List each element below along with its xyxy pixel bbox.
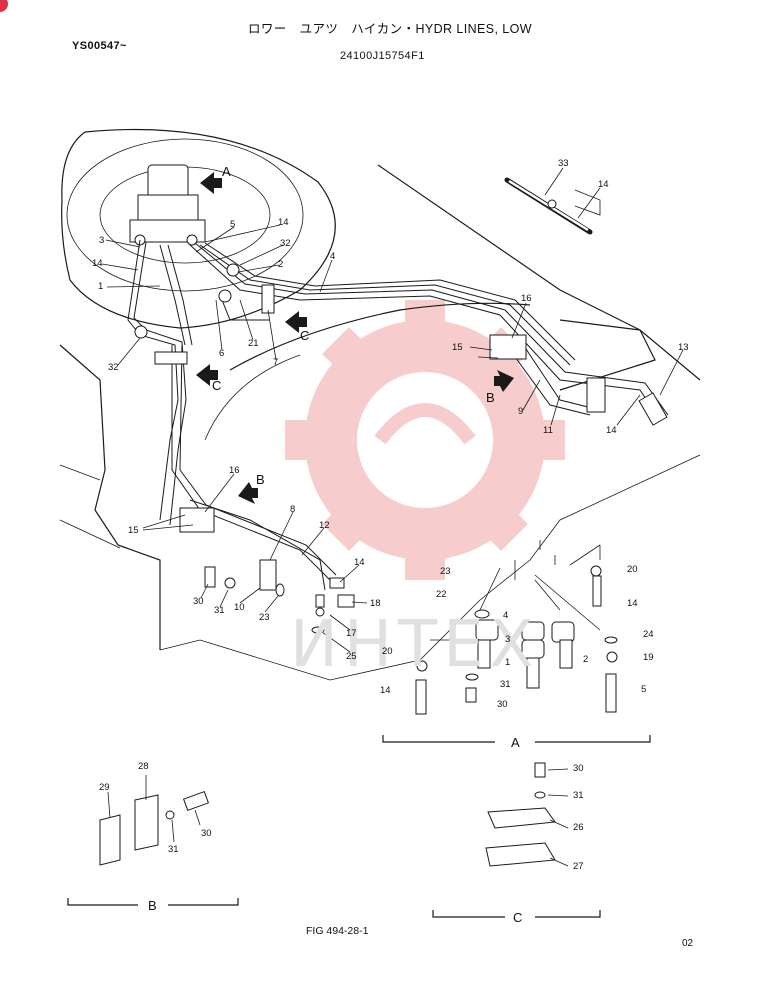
machine-body — [59, 128, 701, 681]
figure-number: FIG 494-28-1 — [306, 925, 369, 937]
callout-9: 9 — [518, 406, 524, 417]
view-pointer-c-upper: C — [300, 328, 310, 343]
detail-a-callout-14: 14 — [380, 685, 391, 696]
detail-a-callout-2: 2 — [583, 654, 589, 665]
callout-16: 16 — [521, 293, 532, 304]
callout-14: 14 — [278, 217, 289, 228]
view-arrows — [196, 172, 514, 504]
callout-30: 30 — [193, 596, 204, 607]
main-fittings — [134, 263, 668, 634]
page-number: 02 — [682, 938, 694, 949]
detail-a-callout-4: 4 — [503, 610, 509, 621]
callout-14: 14 — [92, 258, 103, 269]
callout-2: 2 — [278, 259, 284, 270]
watermark-text: ИНТЕХ — [290, 608, 540, 682]
callout-5: 5 — [230, 219, 236, 230]
detail-a-callout-19: 19 — [643, 652, 654, 663]
detail-b-callout-29: 29 — [99, 782, 110, 793]
callout-11: 11 — [543, 425, 553, 436]
callout-1: 1 — [98, 281, 104, 292]
swivel-joint — [129, 164, 206, 246]
callout-33: 33 — [558, 158, 569, 169]
callout-14: 14 — [354, 557, 365, 568]
callout-21: 21 — [248, 338, 259, 349]
serial-range: YS00547~ — [72, 40, 127, 52]
callout-31: 31 — [214, 605, 225, 616]
callout-14: 14 — [598, 179, 609, 190]
section-brackets — [67, 735, 651, 918]
callout-4: 4 — [330, 251, 336, 262]
detail-a-callout-3: 3 — [505, 634, 511, 645]
detail-a-callout-1: 1 — [505, 657, 511, 668]
detail-a-callout-30: 30 — [497, 699, 508, 710]
callout-10: 10 — [234, 602, 245, 613]
view-pointer-a: A — [222, 164, 231, 179]
section-label-c: C — [513, 910, 523, 925]
detail-a-parts — [415, 540, 618, 715]
detail-b-callout-30: 30 — [201, 828, 212, 839]
section-label-a: A — [511, 735, 520, 750]
callout-16: 16 — [229, 465, 240, 476]
detail-a-callout-24: 24 — [643, 629, 654, 640]
callout-14: 14 — [606, 425, 617, 436]
callout-25: 25 — [346, 651, 357, 662]
leader-lines — [101, 167, 684, 653]
detail-a-callout-20: 20 — [627, 564, 638, 575]
corner-marker — [0, 0, 8, 12]
detail-c-callout-31: 31 — [573, 790, 584, 801]
detail-a-callout-22: 22 — [436, 589, 447, 600]
diagram-title: ロワー ユアツ ハイカン・HYDR LINES, LOW — [248, 22, 532, 36]
detail-c-callout-30: 30 — [573, 763, 584, 774]
callout-15: 15 — [452, 342, 463, 353]
detail-c-callout-26: 26 — [573, 822, 584, 833]
callout-12: 12 — [319, 520, 330, 531]
detail-b-callout-28: 28 — [138, 761, 149, 772]
callout-8: 8 — [290, 504, 296, 515]
callout-32: 32 — [280, 238, 291, 249]
callout-6: 6 — [219, 348, 225, 359]
callout-18: 18 — [370, 598, 381, 609]
view-pointer-b-right: B — [486, 390, 495, 405]
detail-a-callout-20: 20 — [382, 646, 393, 657]
detail-b-parts — [99, 775, 210, 866]
view-pointer-b-left: B — [256, 472, 265, 487]
callout-3: 3 — [99, 235, 105, 246]
view-pointer-c-lower: C — [212, 378, 222, 393]
part-number: 24100J15754F1 — [340, 50, 425, 62]
detail-a-callout-23: 23 — [440, 566, 451, 577]
callout-7: 7 — [273, 357, 279, 368]
detail-b-callout-31: 31 — [168, 844, 179, 855]
callout-13: 13 — [678, 342, 689, 353]
callout-32: 32 — [108, 362, 119, 373]
detail-a-callout-5: 5 — [641, 684, 647, 695]
detail-a-callout-31: 31 — [500, 679, 511, 690]
loose-hose-33 — [504, 177, 593, 235]
callout-23: 23 — [259, 612, 270, 623]
callout-17: 17 — [346, 628, 357, 639]
detail-a-callout-14: 14 — [627, 598, 638, 609]
detail-c-parts — [485, 762, 569, 867]
callout-15: 15 — [128, 525, 139, 536]
section-label-b: B — [148, 898, 157, 913]
detail-c-callout-27: 27 — [573, 861, 584, 872]
